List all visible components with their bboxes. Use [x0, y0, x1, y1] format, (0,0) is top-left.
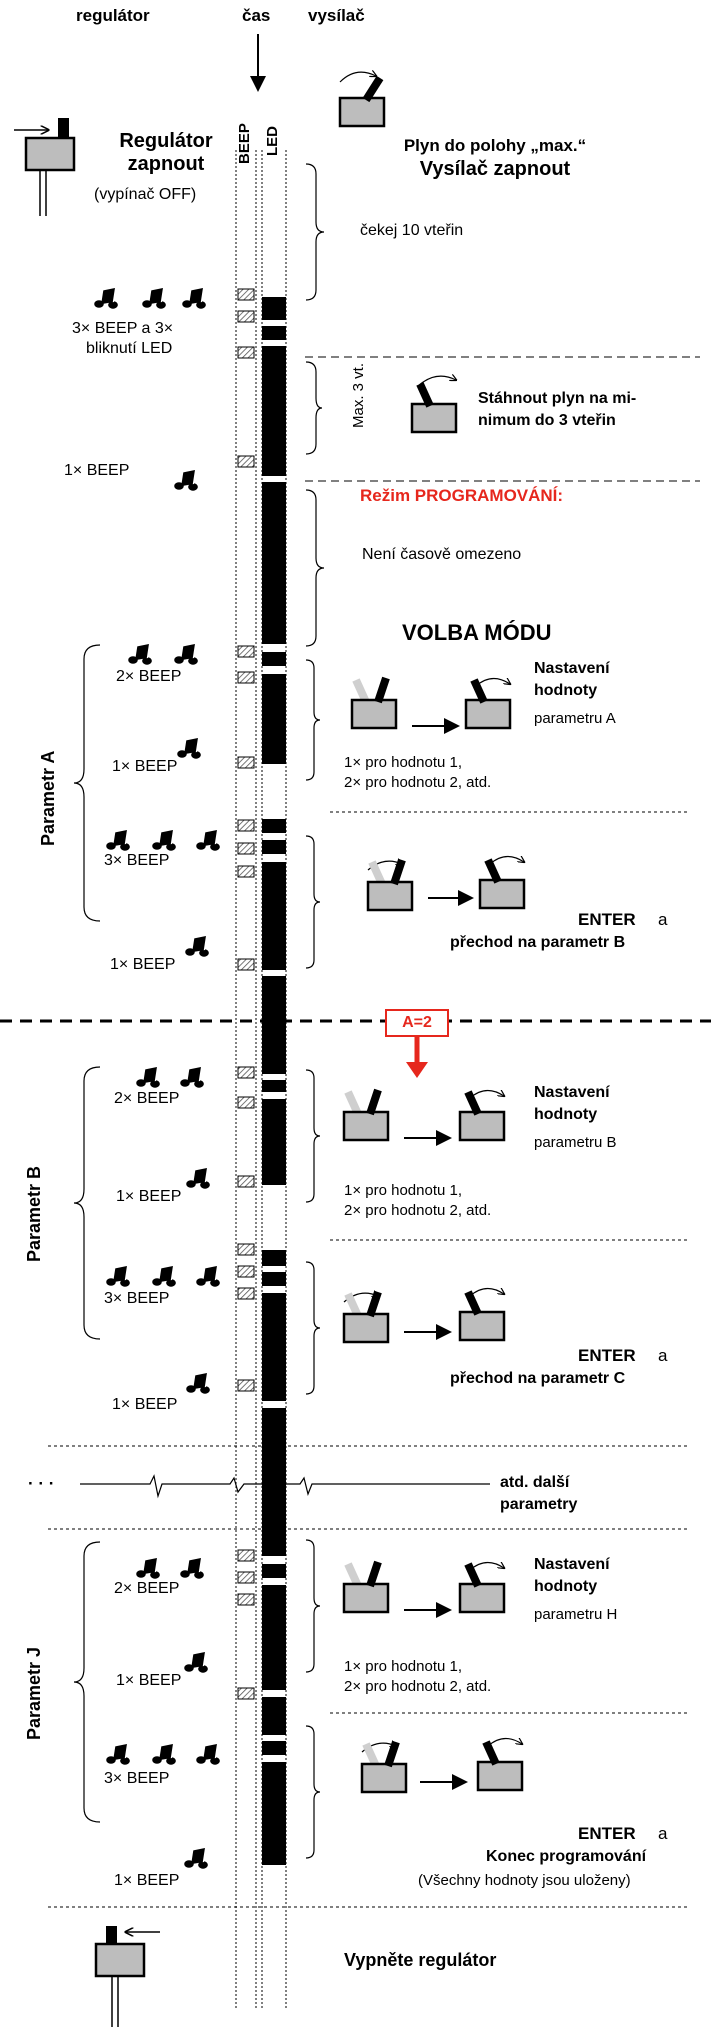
param-a-enter: ENTER: [578, 910, 636, 929]
throttle-max-label: Plyn do polohy „max.“: [403, 136, 587, 155]
header-led: LED: [264, 126, 281, 156]
param-j-beep3: 3× BEEP: [104, 1770, 170, 1787]
more-params-2: parametry: [500, 1496, 578, 1513]
param-j-set1: Nastavení: [534, 1556, 610, 1573]
param-j-and: a: [658, 1824, 668, 1843]
header-beep: BEEP: [236, 123, 253, 164]
param-j-val1: 1× pro hodnotu 1,: [344, 1658, 463, 1675]
header-transmitter: vysílač: [308, 6, 365, 25]
param-j-label: Parametr J: [24, 1646, 44, 1740]
param-j-beep2: 2× BEEP: [114, 1580, 180, 1597]
param-b-val2: 2× pro hodnotu 2, atd.: [344, 1202, 492, 1219]
param-b-set2: hodnoty: [534, 1106, 598, 1123]
more-params-1: atd. další: [500, 1474, 570, 1491]
param-b-label: Parametr B: [24, 1165, 44, 1262]
led-bar: [262, 297, 286, 1865]
param-a-beep3: 3× BEEP: [104, 852, 170, 869]
header-time: čas: [242, 6, 271, 25]
regulator-icon: [94, 1926, 160, 2027]
regulator-icon: [14, 118, 76, 216]
param-b-beep1a: 1× BEEP: [116, 1188, 182, 1205]
transmitter-icon: [340, 72, 384, 126]
param-a-val1: 1× pro hodnotu 1,: [344, 754, 463, 771]
param-j-beep1a: 1× BEEP: [116, 1672, 182, 1689]
program-mode-label: Režim PROGRAMOVÁNÍ:: [360, 486, 564, 505]
param-b-set3: parametru B: [534, 1134, 617, 1151]
param-a-beep2: 2× BEEP: [116, 668, 182, 685]
hatched-beep-marker: [237, 288, 255, 1700]
param-a-label: Parametr A: [38, 750, 58, 846]
a2-badge: A=2: [385, 1009, 449, 1037]
param-b-beep2: 2× BEEP: [114, 1090, 180, 1107]
transmitter-icon: [344, 376, 524, 1792]
param-a-beep1b: 1× BEEP: [110, 956, 176, 973]
regulator-sub-label: (vypínač OFF): [94, 186, 197, 203]
param-b-set1: Nastavení: [534, 1084, 610, 1101]
param-a-and: a: [658, 910, 668, 929]
param-b-enter: ENTER: [578, 1346, 636, 1365]
param-b-beep3: 3× BEEP: [104, 1290, 170, 1307]
turn-off-label: Vypněte regulátor: [344, 1950, 497, 1970]
beep3-line1: 3× BEEP a 3×: [72, 320, 174, 337]
param-a-set3: parametru A: [534, 710, 616, 727]
beep1-init: 1× BEEP: [64, 462, 130, 479]
regulator-on-label: Regulátor zapnout: [119, 130, 213, 175]
param-j-val2: 2× pro hodnotu 2, atd.: [344, 1678, 492, 1695]
no-limit-label: Není časově omezeno: [362, 546, 522, 563]
param-b-and: a: [658, 1346, 668, 1365]
param-a-beep1a: 1× BEEP: [112, 758, 178, 775]
mode-select-title: VOLBA MÓDU: [402, 620, 552, 645]
param-a-val2: 2× pro hodnotu 2, atd.: [344, 774, 492, 791]
wait-label: čekej 10 vteřin: [360, 222, 464, 239]
tx-on-label: Vysílač zapnout: [419, 158, 571, 180]
header-regulator: regulátor: [76, 6, 150, 25]
param-a-set1: Nastavení: [534, 660, 610, 677]
param-a-next: přechod na parametr B: [450, 934, 626, 951]
param-j-beep1b: 1× BEEP: [114, 1872, 180, 1889]
param-b-beep1b: 1× BEEP: [112, 1396, 178, 1413]
music-note-icon: [94, 288, 220, 1869]
param-b-val1: 1× pro hodnotu 1,: [344, 1182, 463, 1199]
param-j-set3: parametru H: [534, 1606, 618, 1623]
param-j-enter: ENTER: [578, 1824, 636, 1843]
param-b-next: přechod na parametr C: [450, 1370, 626, 1387]
beep3-line2: bliknutí LED: [86, 340, 173, 357]
param-j-set2: hodnoty: [534, 1578, 598, 1595]
max3-label: Max. 3 vt.: [350, 362, 367, 428]
param-a-set2: hodnoty: [534, 682, 598, 699]
ellipsis: · · ·: [28, 1474, 55, 1493]
throttle-min-1: Stáhnout plyn na mi-: [478, 390, 637, 407]
param-j-next: Konec programování: [486, 1848, 647, 1865]
throttle-min-2: nimum do 3 vteřin: [478, 412, 616, 429]
param-j-next-sub: (Všechny hodnoty jsou uloženy): [418, 1872, 631, 1889]
